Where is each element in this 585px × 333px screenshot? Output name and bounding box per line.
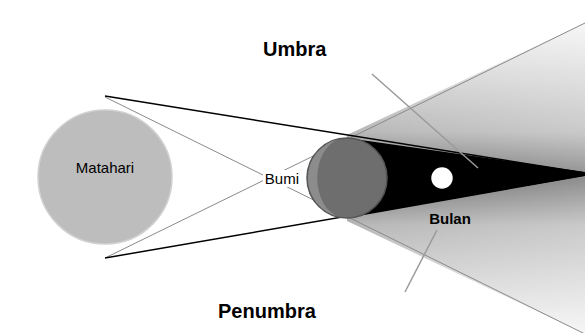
body-name: Matahari xyxy=(76,159,134,176)
body-name: Bulan xyxy=(429,210,471,227)
body-circle xyxy=(432,168,452,188)
body-circle xyxy=(307,138,387,218)
sun-circle: Matahari xyxy=(38,110,172,244)
earth-node: Bumi xyxy=(262,136,389,220)
earth-shading xyxy=(308,139,339,217)
leader-line xyxy=(405,230,437,292)
penumbra-ray xyxy=(105,23,585,258)
sun-circle-outline xyxy=(38,110,172,244)
penumbra-label: Penumbra xyxy=(216,300,318,323)
body-circle xyxy=(38,110,172,244)
leader-line xyxy=(372,74,478,168)
moon-node: Bulan xyxy=(412,166,488,226)
umbra-label: Umbra xyxy=(261,38,328,61)
penumbra-ray xyxy=(105,97,585,333)
body-name: Bumi xyxy=(263,170,301,187)
